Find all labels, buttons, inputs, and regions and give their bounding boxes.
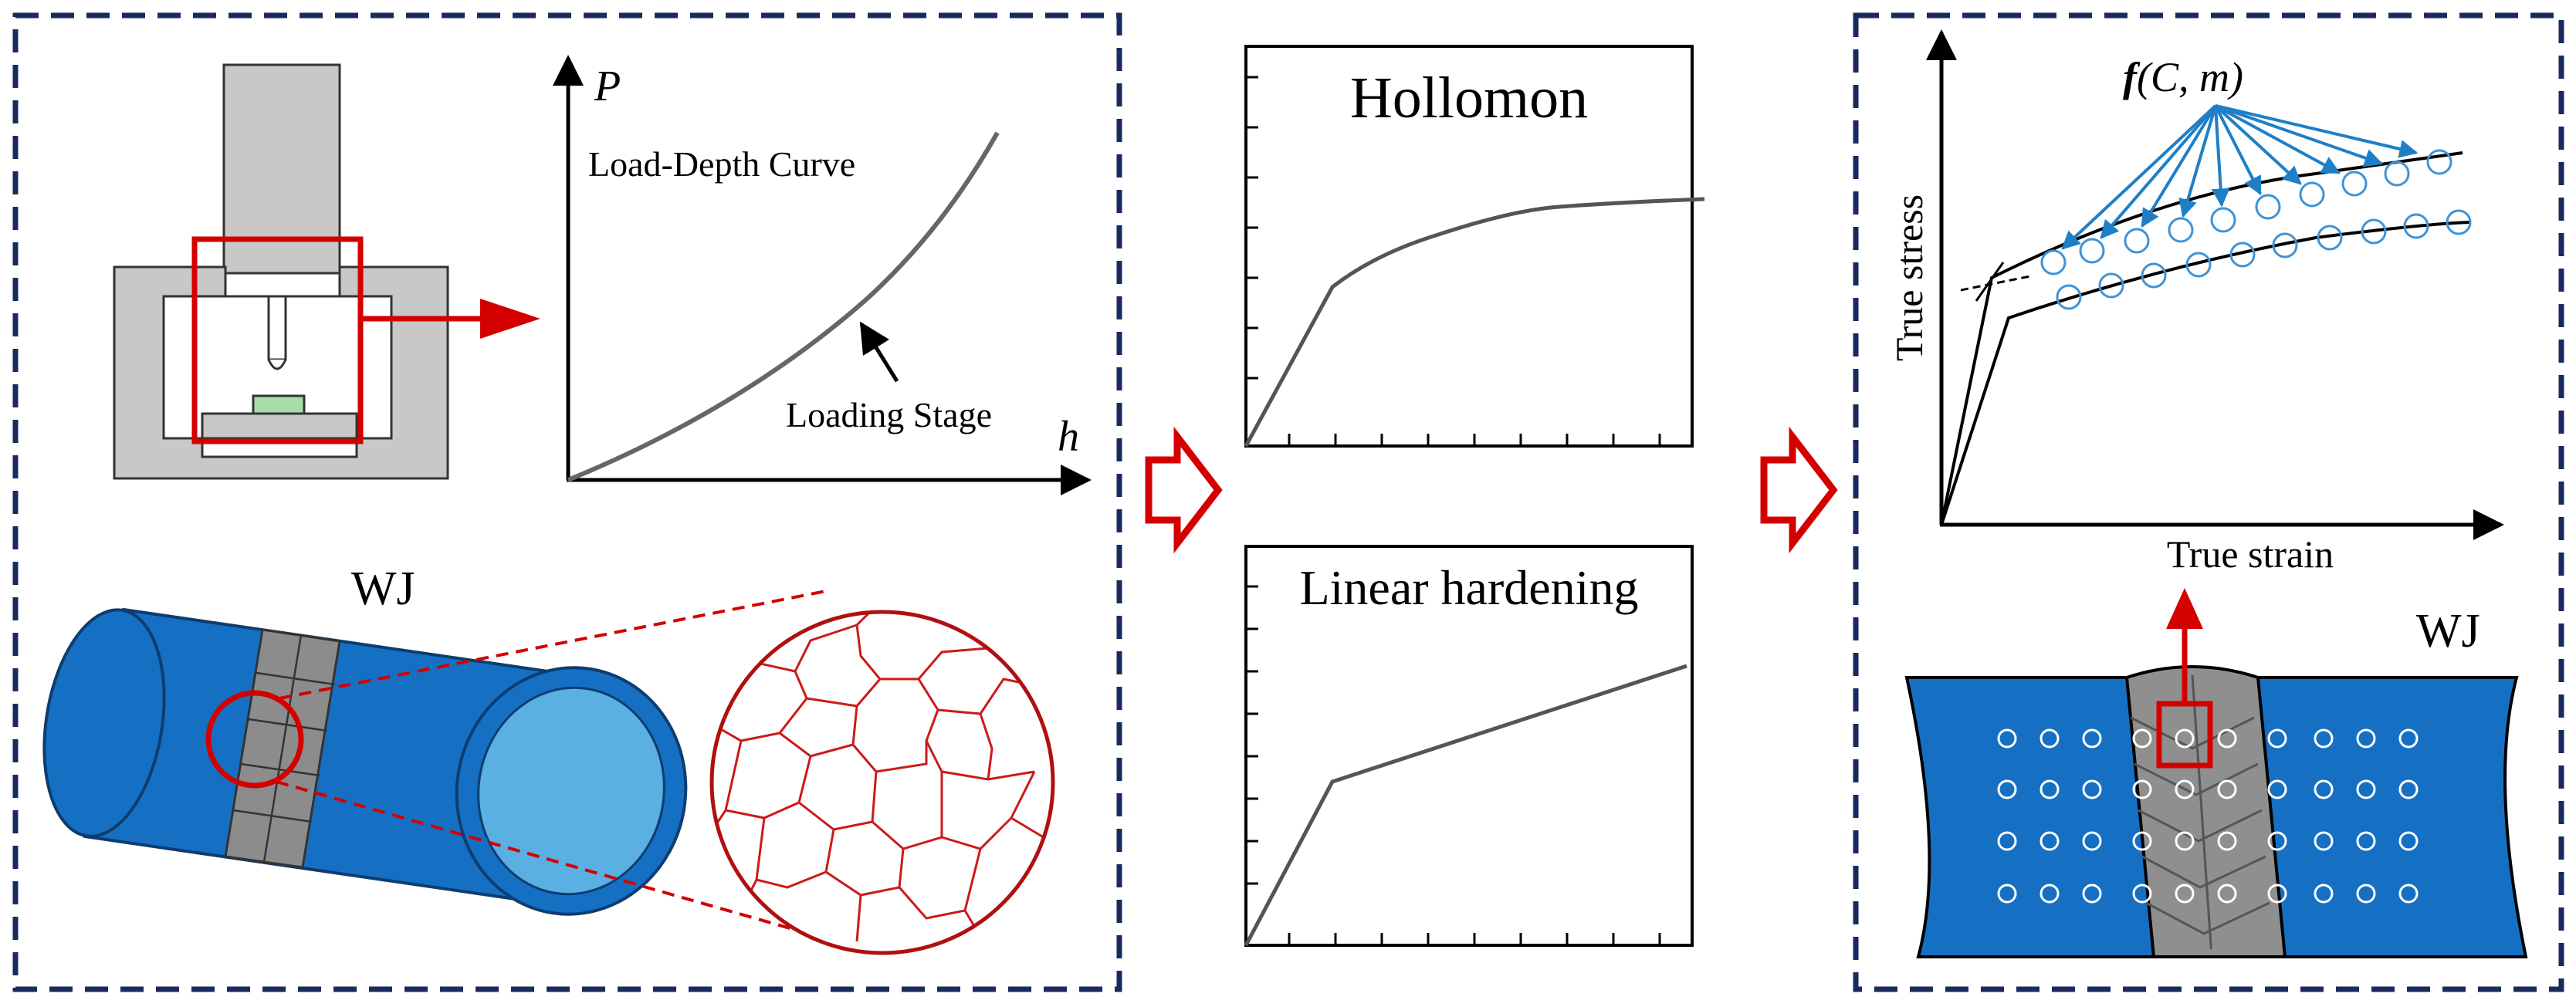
lower-flow-curve [1940, 221, 2471, 525]
hollomon-title: Hollomon [1350, 66, 1588, 130]
load-depth-chart: P h Load-Depth Curve Loading Stage [553, 55, 1092, 495]
fitting-arrows [2061, 104, 2419, 250]
linear-hardening-title: Linear hardening [1300, 560, 1639, 615]
linear-hardening-curve [1244, 664, 1687, 947]
specimen [252, 394, 306, 415]
hollomon-chart: Hollomon [1244, 45, 1705, 448]
hollomon-curve [1244, 197, 1705, 448]
left-panel-frame [12, 12, 1122, 992]
arrow-middle-to-right [1760, 426, 1838, 554]
base-metal-left [1904, 676, 2156, 958]
fitted-points [2040, 149, 2472, 310]
stress-strain-chart: f(C, m) True stress True strain [1887, 29, 2504, 576]
pipe-label: WJ [351, 563, 415, 615]
arrow-left-to-middle [1145, 426, 1223, 554]
h-axis-label: h [1058, 413, 1079, 461]
weld-cross-section: WJ [1904, 588, 2528, 958]
linear-hardening-chart: Linear hardening [1244, 545, 1694, 947]
upper-flow-curve [1940, 151, 2463, 525]
right-panel-frame [1853, 12, 2564, 992]
grain-microstructure [709, 610, 1055, 955]
weld-zoom-circle [205, 690, 304, 789]
curve-label: Load-Depth Curve [588, 144, 855, 184]
function-label: f(C, m) [2123, 54, 2243, 100]
p-axis-label: P [594, 63, 621, 110]
stage-label: Loading Stage [786, 395, 992, 434]
base-metal-right [2252, 676, 2528, 958]
pipe-end-inner [477, 686, 665, 896]
weld-metal [2124, 665, 2287, 958]
indenter-apparatus [113, 63, 540, 480]
load-depth-curve [567, 131, 1000, 482]
strain-axis-label: True strain [2167, 532, 2334, 576]
pipe-illustration: WJ [42, 563, 827, 937]
sample-points [1997, 728, 2419, 904]
stress-axis-label: True stress [1887, 194, 1931, 361]
weld-label: WJ [2416, 605, 2480, 657]
zoom-highlight-box [191, 236, 364, 444]
loading-stage-arrow [859, 321, 899, 383]
